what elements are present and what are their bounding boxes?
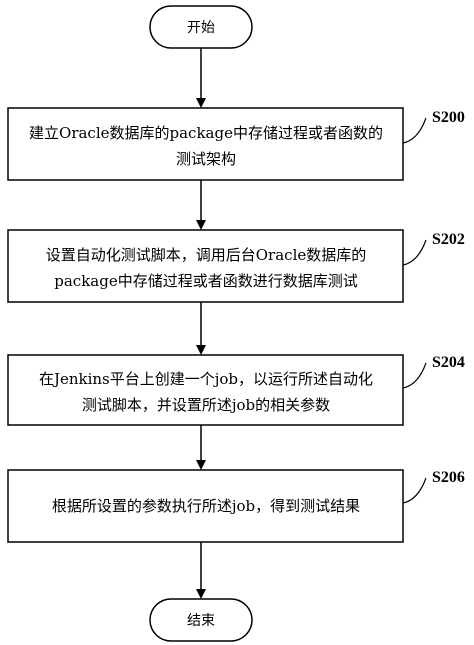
step-label-s206: S206 (432, 469, 465, 486)
leader-line-s202 (402, 239, 427, 266)
step-s204-line-1: 在Jenkins平台上创建一个job，以运行所述自动化 (39, 370, 373, 388)
leader-line-s206 (402, 477, 427, 504)
step-label-s204: S204 (432, 354, 465, 371)
step-box-s206: 根据所设置的参数执行所述job，得到测试结果 (7, 469, 404, 543)
step-s200-line-2: 测试架构 (176, 150, 236, 168)
leader-line-s204 (402, 362, 427, 389)
step-s206-line-1: 根据所设置的参数执行所述job，得到测试结果 (52, 497, 360, 515)
step-box-s202: 设置自动化测试脚本，调用后台Oracle数据库的 package中存储过程或者函… (7, 229, 404, 303)
leader-line-s200 (402, 117, 427, 144)
step-box-s200: 建立Oracle数据库的package中存储过程或者函数的 测试架构 (7, 107, 404, 181)
step-label-s200: S200 (432, 109, 465, 126)
step-s202-line-1: 设置自动化测试脚本，调用后台Oracle数据库的 (46, 246, 367, 264)
step-label-s202: S202 (432, 231, 465, 248)
step-box-s204: 在Jenkins平台上创建一个job，以运行所述自动化 测试脚本，并设置所述jo… (7, 354, 404, 426)
end-terminal: 结束 (149, 598, 253, 642)
end-label: 结束 (187, 613, 215, 629)
start-terminal: 开始 (149, 5, 253, 49)
step-s202-line-2: package中存储过程或者函数进行数据库测试 (54, 272, 357, 290)
start-label: 开始 (187, 20, 215, 36)
step-s200-line-1: 建立Oracle数据库的package中存储过程或者函数的 (29, 124, 383, 142)
step-s204-line-2: 测试脚本，并设置所述job的相关参数 (82, 396, 330, 414)
